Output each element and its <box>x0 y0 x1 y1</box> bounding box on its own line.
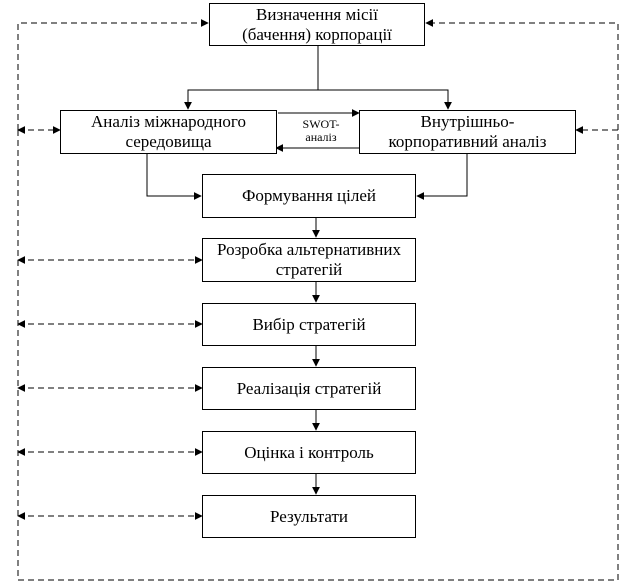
alternatives-line1: Розробка альтернативних <box>217 240 401 259</box>
results-box: Результати <box>202 495 416 538</box>
arrow-to-intl-analysis <box>184 89 318 110</box>
intl-analysis-box: Аналіз міжнародного середовища <box>60 110 277 154</box>
internal-analysis-line1: Внутрішньо- <box>420 112 515 131</box>
results-label: Результати <box>270 506 348 526</box>
intl-analysis-line1: Аналіз міжнародного <box>91 112 246 131</box>
feedback-frame-lower <box>17 130 619 581</box>
flow-connectors <box>146 46 468 495</box>
feedback-loop <box>17 19 619 581</box>
feedback-arrow-to-mission-right <box>425 19 619 130</box>
swot-line2: аналіз <box>305 130 337 144</box>
arrow-to-internal-analysis <box>318 89 452 110</box>
intl-analysis-line2: середовища <box>125 132 212 151</box>
swot-label: SWOT- аналіз <box>286 118 356 144</box>
goals-label: Формування цілей <box>242 186 376 205</box>
choice-label: Вибір стратегій <box>252 314 366 334</box>
feedback-arrow-to-mission-left <box>17 19 209 130</box>
swot-line1: SWOT- <box>302 117 340 131</box>
alternatives-line2: стратегій <box>275 260 343 279</box>
implementation-box: Реалізація стратегій <box>202 367 416 410</box>
choice-box: Вибір стратегій <box>202 303 416 346</box>
alternatives-box: Розробка альтернативних стратегій <box>202 238 416 282</box>
arrow-intl-to-goals <box>146 154 202 200</box>
mission-line1: Визначення місії <box>256 4 378 24</box>
internal-analysis-box: Внутрішньо- корпоративний аналіз <box>359 110 576 154</box>
mission-box: Визначення місії (бачення) корпорації <box>209 3 425 46</box>
internal-analysis-line2: корпоративний аналіз <box>388 132 547 151</box>
arrow-internal-to-goals <box>416 154 468 200</box>
implementation-label: Реалізація стратегій <box>236 378 382 398</box>
control-label: Оцінка і контроль <box>244 442 374 462</box>
mission-line2: (бачення) корпорації <box>242 24 392 44</box>
control-box: Оцінка і контроль <box>202 431 416 474</box>
goals-box: Формування цілей <box>202 174 416 218</box>
